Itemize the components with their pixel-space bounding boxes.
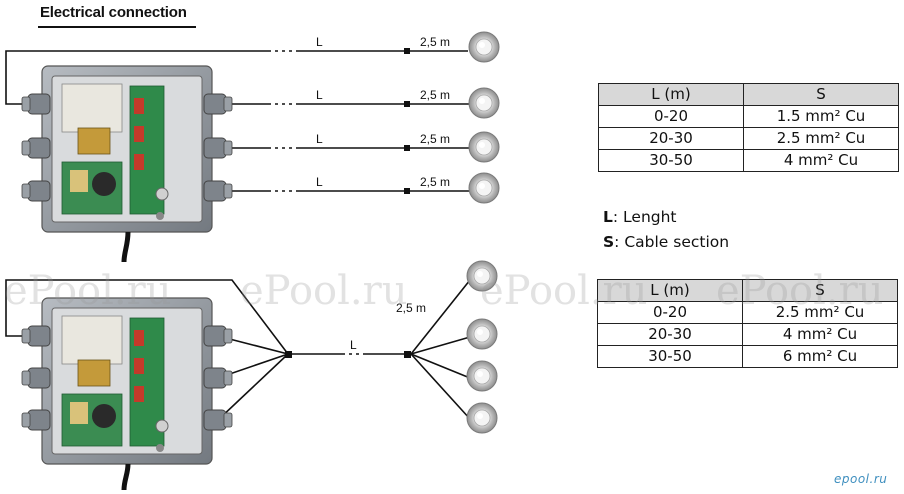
cable-table-bottom: L (m) S 0-20 2.5 mm² Cu 20-30 4 mm² Cu 3… bbox=[597, 279, 898, 368]
top-wiring-group: L L L L 2,5 m 2,5 m 2,5 m 2,5 m bbox=[5, 31, 500, 263]
bottom-wiring-group: L 2,5 m bbox=[5, 260, 498, 491]
table-row: 20-30 2.5 mm² Cu bbox=[598, 127, 899, 150]
watermark: ePool.ru bbox=[716, 268, 884, 314]
label-length: L bbox=[316, 88, 323, 102]
table-cell: 30-50 bbox=[597, 345, 743, 368]
legend-key: S bbox=[603, 233, 615, 251]
lamp-icon bbox=[468, 31, 500, 63]
lamp-icon bbox=[468, 131, 500, 163]
cable-table-top: L (m) S 0-20 1.5 mm² Cu 20-30 2.5 mm² Cu… bbox=[598, 83, 899, 172]
wiring-diagram: L L L L 2,5 m 2,5 m 2,5 m 2,5 m bbox=[5, 31, 500, 491]
lamp-icon bbox=[466, 360, 498, 392]
title-underline bbox=[38, 26, 196, 28]
table-row: 0-20 2.5 mm² Cu bbox=[597, 301, 898, 324]
legend-length: L: Lenght bbox=[603, 208, 677, 226]
table-cell: 6 mm² Cu bbox=[742, 345, 898, 368]
lamp-icon bbox=[468, 87, 500, 119]
table-cell: 4 mm² Cu bbox=[742, 323, 898, 346]
label-tail: 2,5 m bbox=[420, 175, 450, 189]
table-cell: 20-30 bbox=[597, 323, 743, 346]
table-header-cell: L (m) bbox=[597, 279, 743, 302]
legend-text: : Lenght bbox=[612, 208, 677, 226]
table-header-cell: S bbox=[743, 83, 899, 106]
watermark: ePool.ru bbox=[480, 268, 648, 314]
table-row: 20-30 4 mm² Cu bbox=[597, 323, 898, 346]
watermark: ePool.ru bbox=[4, 268, 172, 314]
table-cell: 4 mm² Cu bbox=[743, 149, 899, 172]
table-header-row: L (m) S bbox=[598, 83, 899, 106]
lamp-icon bbox=[468, 172, 500, 204]
lamp-icon bbox=[466, 402, 498, 434]
table-cell: 2.5 mm² Cu bbox=[742, 301, 898, 324]
table-cell: 30-50 bbox=[598, 149, 744, 172]
legend-section: S: Cable section bbox=[603, 233, 729, 251]
label-length: L bbox=[316, 175, 323, 189]
table-header-cell: S bbox=[742, 279, 898, 302]
table-row: 30-50 4 mm² Cu bbox=[598, 149, 899, 172]
label-tail: 2,5 m bbox=[420, 132, 450, 146]
wire-top-loop bbox=[5, 50, 268, 105]
table-cell: 2.5 mm² Cu bbox=[743, 127, 899, 150]
label-length: L bbox=[316, 132, 323, 146]
label-tail: 2,5 m bbox=[420, 35, 450, 49]
power-cable bbox=[121, 231, 131, 263]
label-length: L bbox=[316, 35, 323, 49]
table-cell: 0-20 bbox=[598, 105, 744, 128]
label-tail: 2,5 m bbox=[420, 88, 450, 102]
control-box-top bbox=[41, 65, 213, 233]
label-length: L bbox=[350, 338, 357, 352]
table-cell: 20-30 bbox=[598, 127, 744, 150]
table-row: 30-50 6 mm² Cu bbox=[597, 345, 898, 368]
section-title: Electrical connection bbox=[40, 4, 187, 21]
table-cell: 1.5 mm² Cu bbox=[743, 105, 899, 128]
legend-text: : Cable section bbox=[614, 233, 730, 251]
label-tail: 2,5 m bbox=[396, 301, 426, 315]
control-box-bottom bbox=[41, 297, 213, 465]
table-row: 0-20 1.5 mm² Cu bbox=[598, 105, 899, 128]
legend-key: L bbox=[603, 208, 613, 226]
brand-logo: epool.ru bbox=[834, 472, 888, 486]
table-header-cell: L (m) bbox=[598, 83, 744, 106]
table-header-row: L (m) S bbox=[597, 279, 898, 302]
watermark: ePool.ru bbox=[240, 268, 408, 314]
lamp-icon bbox=[466, 318, 498, 350]
